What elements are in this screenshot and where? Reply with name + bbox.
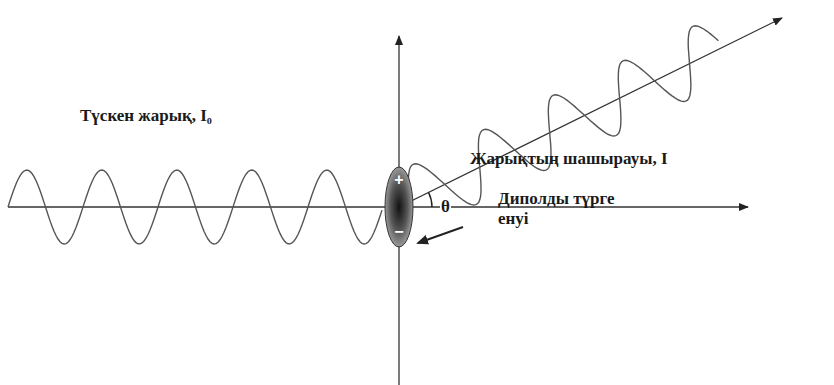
pointer-arrow	[418, 227, 463, 243]
angle-arc	[429, 193, 432, 208]
dipole-ellipse: +−	[384, 166, 414, 248]
x-axis	[8, 206, 748, 207]
incident-light-label: Түскен жарық, I₀	[80, 106, 212, 126]
induced-dipole-label: Диполды түрге енуі	[498, 189, 638, 230]
scattered-wave	[408, 26, 718, 205]
plus-sign: +	[384, 172, 414, 188]
incident-wave	[8, 170, 382, 244]
angle-label: θ	[440, 198, 451, 215]
scatter-ray	[399, 18, 782, 207]
scattered-light-label: Жарықтың шашырауы, I	[470, 149, 668, 169]
minus-sign: −	[384, 224, 414, 240]
